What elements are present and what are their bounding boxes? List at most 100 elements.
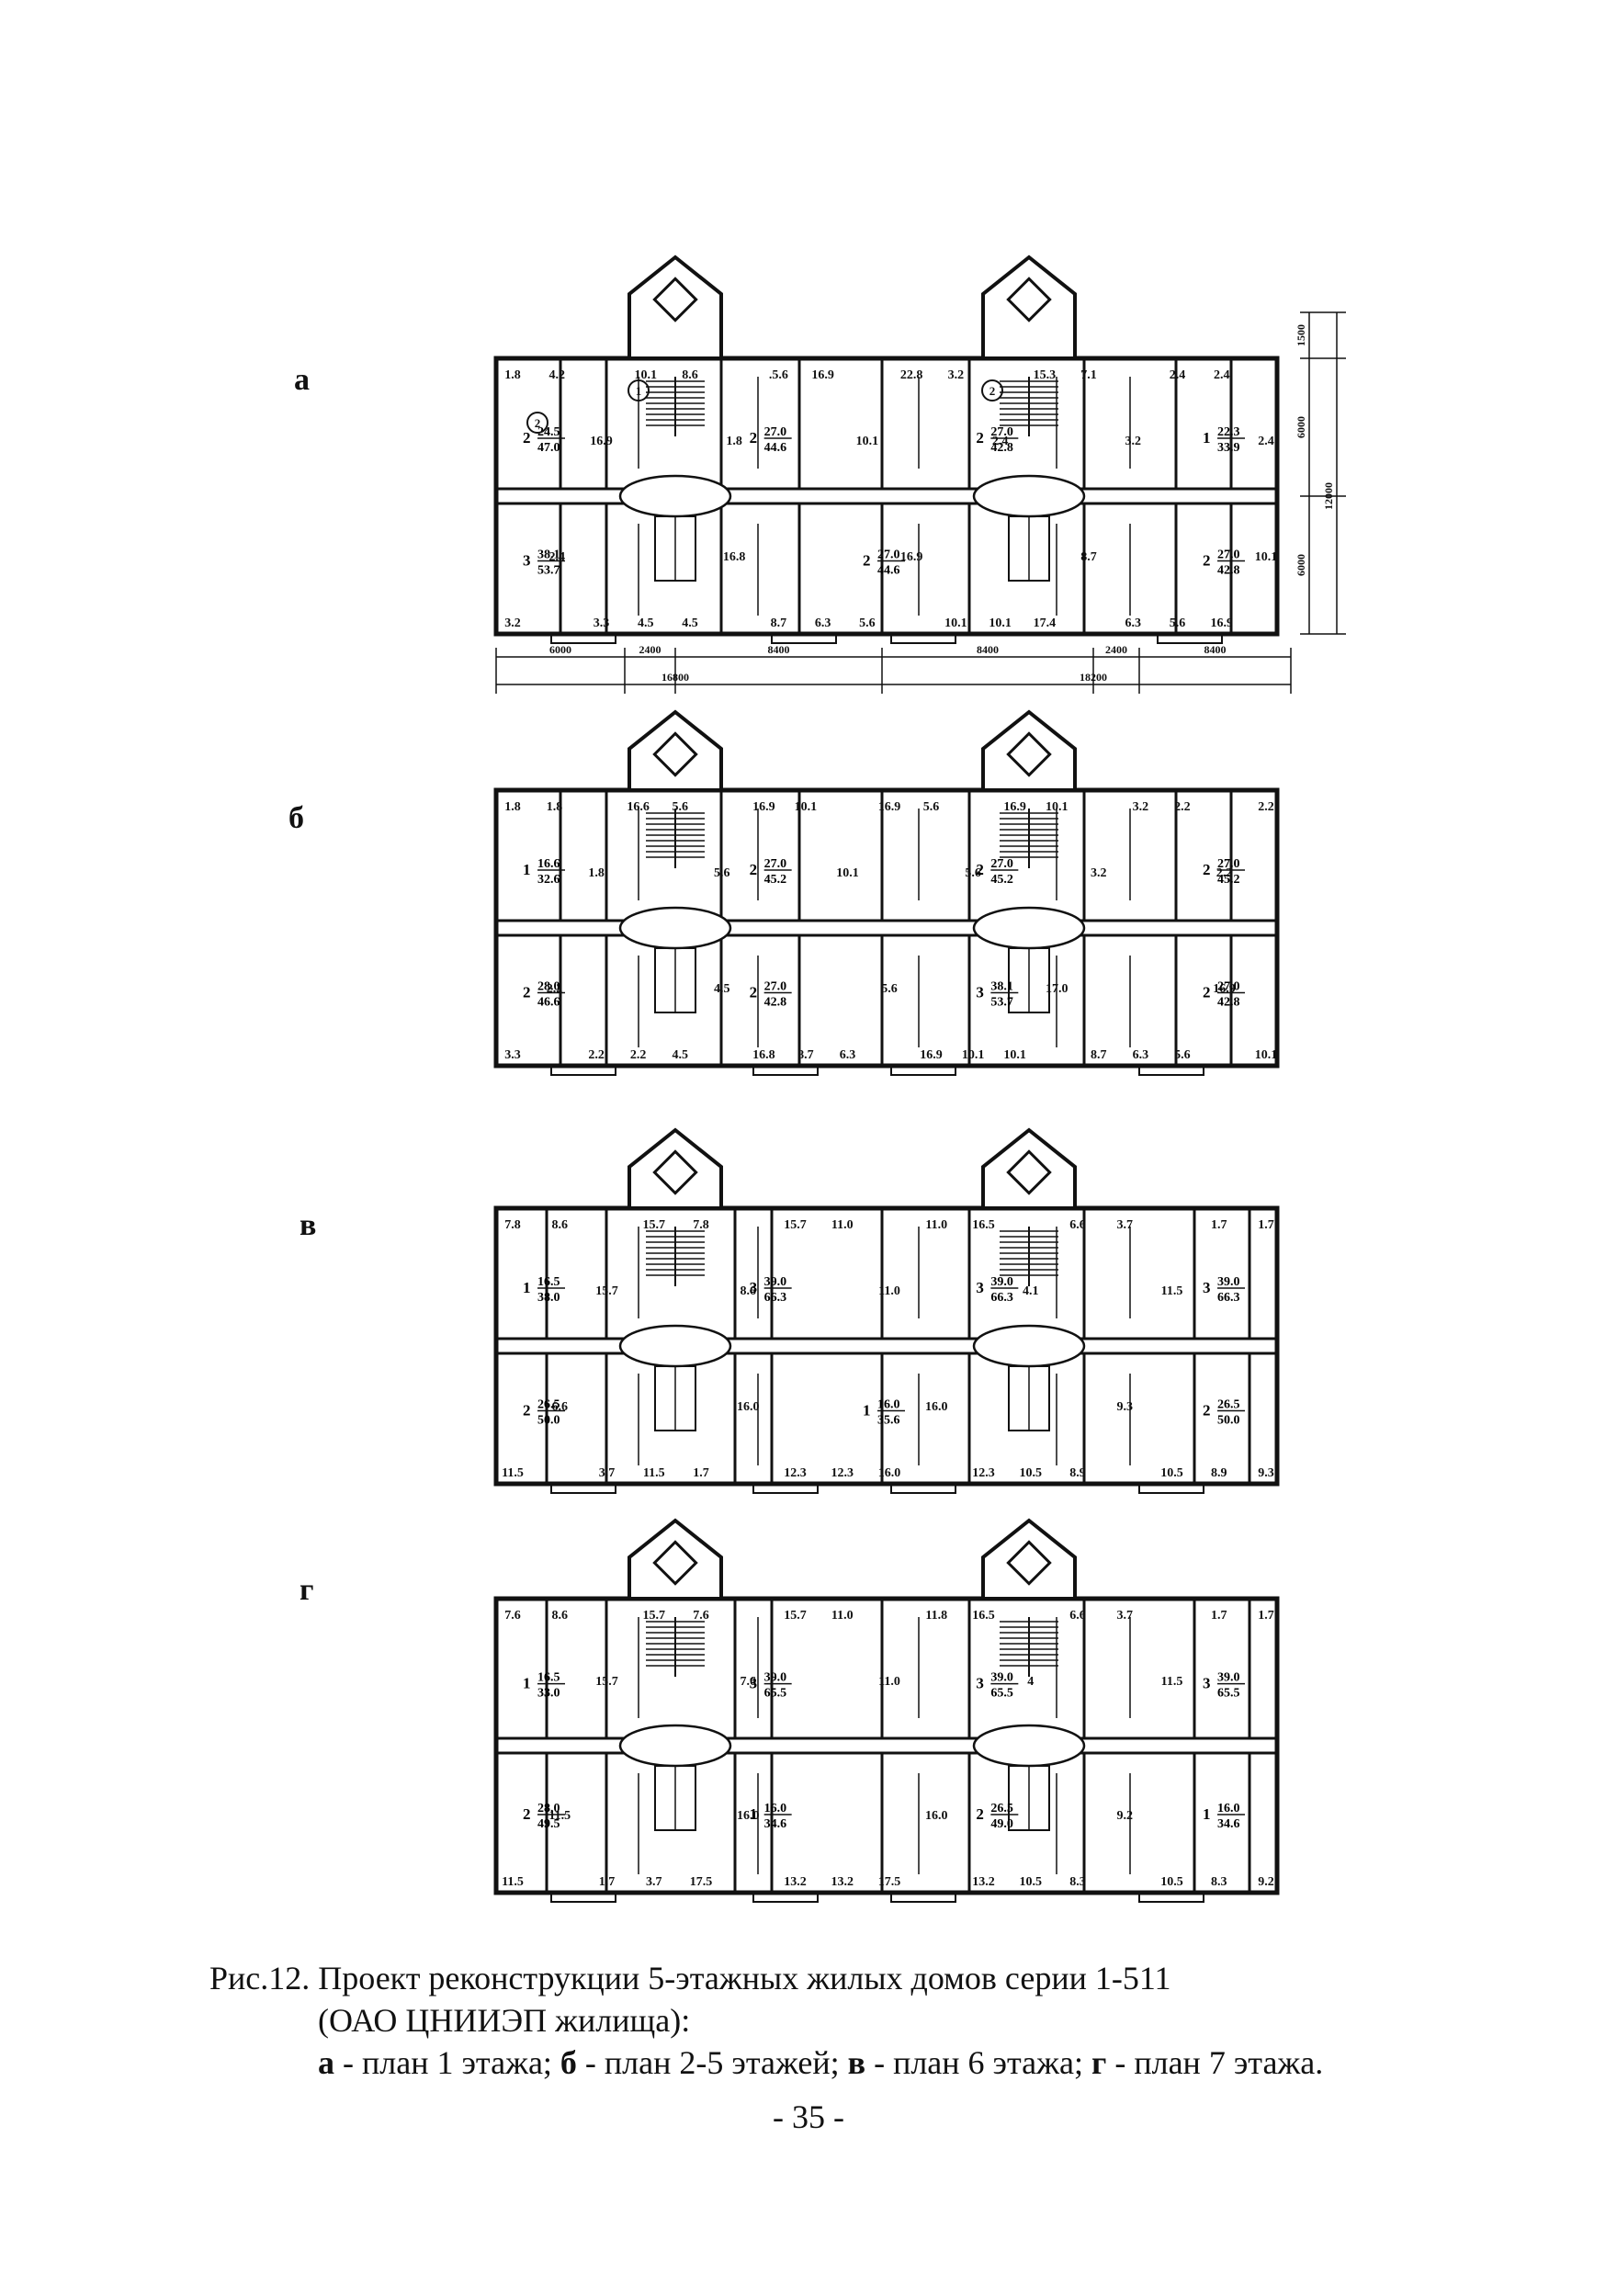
apartment-room-count: 1 xyxy=(523,1675,531,1692)
elevator-shaft xyxy=(652,1540,698,1586)
room-area-label: 1.7 xyxy=(1258,1609,1274,1623)
room-area-label: 10.1 xyxy=(944,616,967,630)
apartment-room-count: 2 xyxy=(523,429,531,447)
caption-key-b: б xyxy=(560,2044,577,2081)
room-area-label: 3.3 xyxy=(594,616,610,630)
room-area-label: 16.9 xyxy=(878,800,901,814)
room-area-label: 5.6 xyxy=(1170,616,1186,630)
round-hall xyxy=(618,474,732,518)
room-area-label: 16.0 xyxy=(925,1809,948,1823)
entrance-mark-number: 2 xyxy=(535,416,541,430)
apartment-room-count: 3 xyxy=(976,1675,984,1692)
room-area-label: 11.5 xyxy=(548,1809,571,1823)
apartment-room-count: 2 xyxy=(976,861,984,878)
room-area-label: 3.2 xyxy=(1133,800,1149,814)
room-area-label: 2.2 xyxy=(1258,800,1274,814)
room-area-label: 3.2 xyxy=(1091,866,1107,880)
room-area-label: 5.6 xyxy=(881,982,898,996)
apartment-living-area: 27.0 xyxy=(764,425,787,439)
room-area-label: 12.3 xyxy=(831,1466,854,1480)
balcony xyxy=(752,1892,819,1903)
apartment-room-count: 1 xyxy=(523,861,531,878)
stair-tower xyxy=(628,1518,723,1600)
dimension-value: 8400 xyxy=(977,643,999,656)
room-area-label: 10.1 xyxy=(989,616,1012,630)
room-area-label: 5.6 xyxy=(672,800,688,814)
elevator-shaft xyxy=(1006,277,1052,322)
apartment-living-area: 28.0 xyxy=(537,980,560,994)
room-area-label: 8.9 xyxy=(1211,1466,1227,1480)
apartment-total-area: 53.7 xyxy=(990,996,1013,1010)
dimension-value: 8400 xyxy=(768,643,790,656)
apartment-room-count: 2 xyxy=(976,429,984,447)
room-area-label: 10.1 xyxy=(1003,1048,1026,1062)
apartment-room-count: 3 xyxy=(976,1279,984,1296)
apartment-living-area: 22.3 xyxy=(1217,425,1240,439)
room-area-label: 16.0 xyxy=(737,1809,760,1823)
room-area-label: 11.5 xyxy=(1161,1284,1183,1298)
room-area-label: 8.7 xyxy=(1091,1048,1107,1062)
room-area-label: 11.0 xyxy=(925,1218,947,1232)
apartment-total-area: 33.9 xyxy=(1217,441,1240,455)
dimension-value: 12000 xyxy=(1322,482,1335,510)
room-area-label: 9.2 xyxy=(1258,1875,1274,1889)
apartment-total-area: 42.8 xyxy=(990,441,1013,455)
apartment-living-area: 39.0 xyxy=(990,1671,1013,1685)
room-area-label: 3.3 xyxy=(504,1048,521,1062)
room-area-label: 1.7 xyxy=(1258,1218,1274,1232)
apartment-room-count: 2 xyxy=(750,429,758,447)
room-area-label: 2.2 xyxy=(588,1048,605,1062)
apartment-living-area: 27.0 xyxy=(990,857,1013,871)
room-area-label: 10.1 xyxy=(836,866,859,880)
room-area-label: 17.5 xyxy=(690,1875,713,1889)
apartment-living-area: 16.0 xyxy=(764,1802,787,1815)
apartment-living-area: 39.0 xyxy=(764,1275,787,1289)
apartment-total-area: 45.2 xyxy=(764,873,787,887)
caption-key-a: а xyxy=(318,2044,334,2081)
apartment-room-count: 3 xyxy=(1203,1279,1211,1296)
room-area-label: 16.9 xyxy=(920,1048,943,1062)
room-area-label: 22.8 xyxy=(900,368,923,382)
room-area-label: 17.5 xyxy=(878,1875,901,1889)
room-area-label: 3.2 xyxy=(948,368,965,382)
caption-key-g: г xyxy=(1091,2044,1107,2081)
room-area-label: 11.0 xyxy=(878,1284,900,1298)
room-area-label: 16.5 xyxy=(972,1609,995,1623)
apartment-room-count: 2 xyxy=(1203,552,1211,570)
room-area-label: 15.7 xyxy=(595,1284,618,1298)
apartment-total-area: 42.8 xyxy=(1217,996,1240,1010)
apartment-room-count: 2 xyxy=(976,1805,984,1823)
room-area-label: 5.6 xyxy=(923,800,940,814)
room-area-label: 16.6 xyxy=(627,800,650,814)
dimension-value: 2400 xyxy=(1105,643,1127,656)
apartment-living-area: 16.0 xyxy=(877,1398,900,1412)
room-area-label: 10.1 xyxy=(1255,550,1278,564)
room-area-label: 6.6 xyxy=(1069,1218,1086,1232)
caption-line-3: а - план 1 этажа; б - план 2-5 этажей; в… xyxy=(209,2042,1496,2084)
stair-tower xyxy=(628,254,723,360)
apartment-total-area: 47.0 xyxy=(537,441,560,455)
room-area-label: 8.3 xyxy=(1069,1875,1086,1889)
round-hall xyxy=(972,474,1086,518)
round-hall xyxy=(972,906,1086,950)
room-area-label: 8.7 xyxy=(1080,550,1097,564)
dimension-total-value: 18200 xyxy=(1080,671,1107,684)
caption-text-g: - план 7 этажа. xyxy=(1106,2044,1324,2081)
dimension-value: 6000 xyxy=(1295,554,1307,576)
apartment-room-count: 1 xyxy=(523,1279,531,1296)
room-area-label: 7.8 xyxy=(504,1218,521,1232)
room-area-label: 11.5 xyxy=(502,1466,524,1480)
room-area-label: 10.1 xyxy=(634,368,657,382)
apartment-total-area: 65.5 xyxy=(764,1687,787,1701)
